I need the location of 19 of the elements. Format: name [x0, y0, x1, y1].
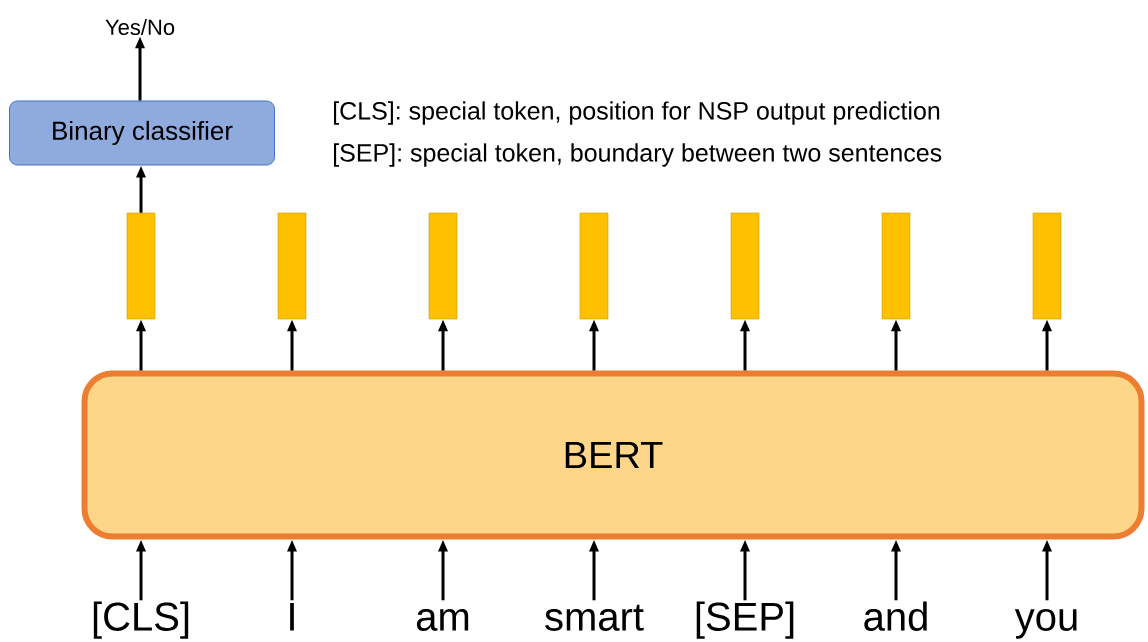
vector-bar: [730, 212, 760, 320]
vector-bar: [881, 212, 911, 320]
vector-bar: [126, 212, 156, 320]
vector-bar: [579, 212, 609, 320]
model-box: BERT: [81, 370, 1145, 540]
token-label: [SEP]: [696, 601, 794, 639]
note-text: [CLS]: special token, position for NSP output prediction: [334, 101, 940, 125]
classifier-box: Binary classifier: [9, 100, 275, 166]
note-text: [SEP]: special token, boundary between two sentences: [334, 143, 942, 167]
token-label: smart: [545, 604, 644, 631]
token-label: you: [1014, 609, 1077, 639]
output-label: Yes/No: [105, 18, 175, 36]
token-label: [CLS]: [93, 601, 189, 639]
token-label: am: [416, 609, 469, 631]
vector-bar: [277, 212, 307, 320]
vector-bar: [1032, 212, 1062, 320]
token-label: I: [290, 603, 294, 631]
vector-bar: [428, 212, 458, 320]
token-label: and: [864, 601, 927, 631]
